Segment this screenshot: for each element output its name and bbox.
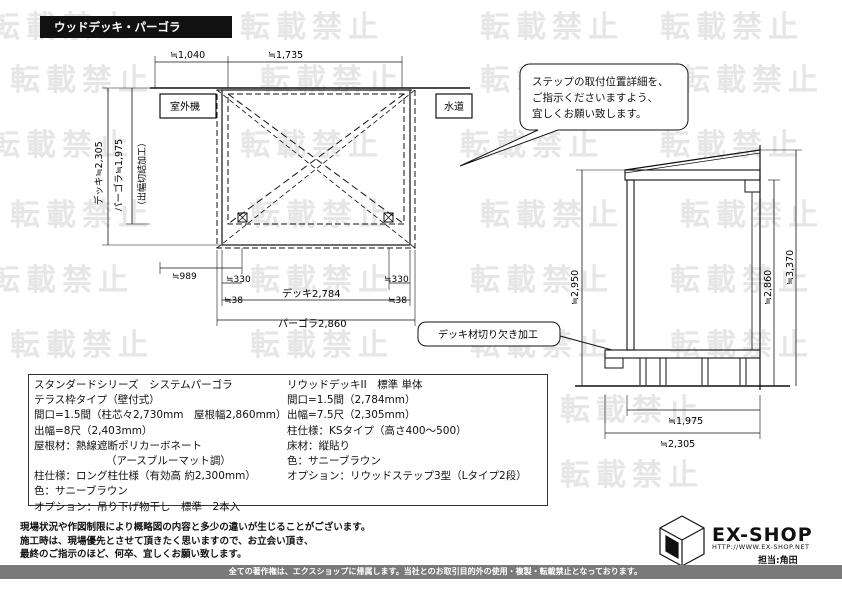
spec-line: 色：サニーブラウン — [34, 485, 128, 498]
watermark-text: 転載禁止 — [250, 328, 394, 363]
dim-38-left: ≒38 — [224, 296, 243, 306]
spec-box: スタンダードシリーズ システムパーゴラ テラス枠タイプ（壁付式） 間口=1.5間… — [28, 374, 548, 513]
dim-38-right: ≒38 — [388, 296, 407, 306]
watermark-text: 転載禁止 — [660, 128, 804, 163]
dim-deck-width: デッキ2,784 — [282, 287, 341, 300]
brand-url: HTTP://WWW.EX-SHOP.NET — [712, 543, 810, 551]
spec-line: 出幅=8尺（2,403mm） — [34, 424, 153, 437]
watermark-text: 転載禁止 — [560, 393, 704, 428]
notice-line: 現場状況や作図制限により概略図の内容と多少の違いが生じることがございます。 — [20, 522, 371, 533]
spec-line: （アースブルーマット調） — [106, 455, 231, 468]
spec-line: 柱仕様：ロング柱仕様（有効高 約2,300mm） — [34, 470, 256, 483]
watermark-text: 転載禁止 — [10, 63, 154, 98]
watermark-text: 転載禁止 — [480, 198, 624, 233]
spec-line: 柱仕様：KSタイプ（高さ400〜500） — [287, 424, 467, 437]
callout-step-line: ステップの取付位置詳細を、 — [532, 76, 669, 88]
spec-line: テラス枠タイプ（壁付式） — [34, 394, 160, 407]
watermark-text: 転載禁止 — [10, 328, 154, 363]
exshop-logo-icon — [659, 515, 705, 567]
watermark-text: 転載禁止 — [0, 263, 134, 298]
watermark-text: 転載禁止 — [10, 198, 154, 233]
spec-line: 間口=1.5間（2,784mm） — [287, 394, 416, 407]
dim-pergola-width: パーゴラ2,860 — [278, 317, 347, 330]
water-label: 水道 — [444, 100, 464, 113]
spec-line: 色：サニーブラウン — [287, 455, 381, 468]
dim-989: ≒989 — [172, 272, 197, 282]
spec-line: 屋根材：熱線遮断ポリカーボネート — [34, 439, 202, 452]
staff-label: 担当:角田 — [758, 556, 798, 566]
watermark-text: 転載禁止 — [240, 10, 384, 45]
watermark-text: 転載禁止 — [680, 63, 824, 98]
callout-step-bubble — [459, 63, 689, 167]
dim-top-right: ≒1,735 — [268, 50, 303, 61]
brand-name: EX-SHOP — [712, 524, 813, 546]
watermark-text: 転載禁止 — [670, 328, 814, 363]
spec-line: 出幅=7.5尺（2,305mm） — [287, 409, 416, 422]
page-title: ウッドデッキ・パーゴラ — [40, 16, 232, 38]
dim-2950: ≒2,950 — [570, 270, 581, 305]
spec-deck: リウッドデッキII 標準 単体 間口=1.5間（2,784mm） 出幅=7.5尺… — [287, 378, 527, 484]
watermark-text: 転載禁止 — [670, 263, 814, 298]
dim-side-note: （出幅切詰加工） — [136, 138, 148, 210]
dim-2305: ≒2,305 — [660, 439, 695, 450]
watermark-text: 転載禁止 — [680, 198, 824, 233]
dim-side-deck: デッキ≒2,305 — [93, 141, 105, 205]
dim-3370: ≒3,370 — [785, 250, 796, 285]
elevation-view — [575, 145, 802, 439]
watermark-text: 転載禁止 — [250, 198, 394, 233]
spec-line: リウッドデッキII 標準 単体 — [287, 379, 423, 391]
watermark-text: 転載禁止 — [260, 63, 404, 98]
dim-side-pergola: パーゴラ≒1,975 — [113, 139, 125, 212]
plan-view — [102, 56, 473, 326]
watermark-text: 転載禁止 — [660, 10, 804, 45]
watermark-text: 転載禁止 — [240, 128, 384, 163]
callout-step-text: ステップの取付位置詳細を、 ご指示くださいますよう、 宜しくお願い致します。 — [532, 74, 669, 122]
dim-1975: ≒1,975 — [668, 416, 703, 427]
dim-330-left: ≒330 — [226, 275, 251, 285]
spec-pergola: スタンダードシリーズ システムパーゴラ テラス枠タイプ（壁付式） 間口=1.5間… — [34, 378, 287, 515]
spec-line: オプション：リウッドステップ3型（Lタイプ2段） — [287, 470, 527, 483]
copyright-footer: 全ての著作権は、エクスショップに帰属します。当社とのお取引目的外の使用・複製・転… — [0, 565, 842, 579]
dim-330-right: ≒330 — [384, 275, 409, 285]
outdoor-unit-label: 室外機 — [170, 100, 200, 113]
watermark-text: 転載禁止 — [560, 458, 704, 493]
notice-text: 現場状況や作図制限により概略図の内容と多少の違いが生じることがございます。 施工… — [20, 521, 370, 562]
callout-step-line: ご指示くださいますよう、 — [532, 92, 658, 104]
notice-line: 施工時は、現場優先とさせて頂きたく思いますので、お立会い頂き、 — [20, 535, 314, 547]
spec-line: オプション：吊り下げ物干し 標準 2本入 — [34, 500, 241, 513]
spec-line: 床材：縦貼り — [287, 439, 350, 452]
callout-notch-text: デッキ材切り欠き加工 — [438, 328, 538, 341]
watermark-text: 転載禁止 — [250, 263, 394, 298]
dim-top-left: ≒1,040 — [170, 50, 205, 61]
watermark-text: 転載禁止 — [480, 10, 624, 45]
notice-line: 最終のご指示のほど、何卒、宜しくお願い致します。 — [20, 549, 247, 560]
watermark-text: 転載禁止 — [0, 128, 134, 163]
callout-notch-bubble — [417, 321, 613, 351]
dim-2860: ≒2,860 — [763, 270, 774, 305]
spec-line: 間口=1.5間（柱芯々2,730mm 屋根幅2,860mm） — [34, 409, 287, 422]
callout-step-line: 宜しくお願い致します。 — [532, 108, 647, 120]
watermark-text: 転載禁止 — [470, 263, 614, 298]
spec-line: スタンダードシリーズ システムパーゴラ — [34, 379, 233, 391]
